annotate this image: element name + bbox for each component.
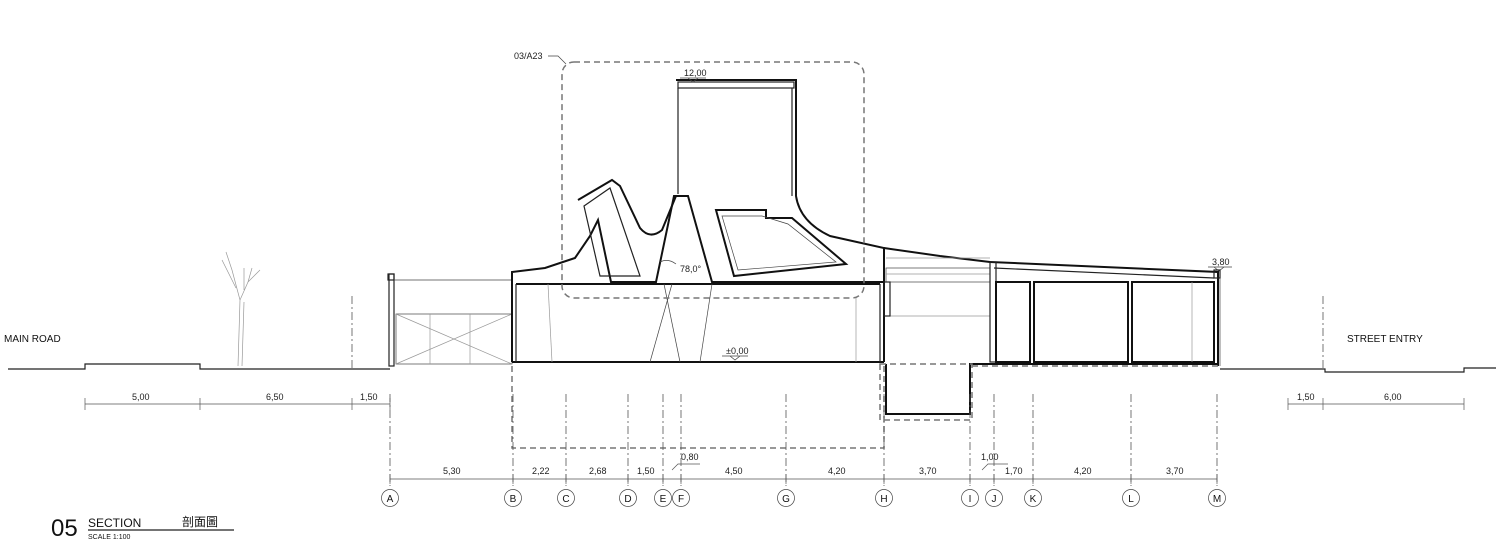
room-k [1033,281,1129,363]
drawing-title-cn: 剖面圖 [182,515,218,529]
street-entry-label: STREET ENTRY [1347,334,1423,345]
bottom-dim-10: 4,20 [1074,466,1092,476]
level-right-marker [1208,266,1232,272]
courtyard-edge [883,281,891,317]
main-road-label: MAIN ROAD [4,334,61,345]
grid-label-A: A [387,494,394,505]
bottom-dim-1: 2,22 [532,466,550,476]
garage-hatch [395,313,513,365]
grid-label-C: C [562,494,569,505]
grid-label-L: L [1128,494,1134,505]
foundation-outline [511,366,885,449]
grid-bubble [961,489,979,507]
bottom-dim-6: 4,20 [828,466,846,476]
drawing-number: 05 [51,515,78,542]
grid-bubble [619,489,637,507]
ground-line-right [1220,367,1496,373]
dim-leader [981,463,1008,471]
bottom-dim-0: 5,30 [443,466,461,476]
level-ground-marker [722,355,748,361]
room-l [1131,281,1215,363]
diagonal-strut [663,283,681,363]
detail-ref-label: 03/A23 [514,51,543,61]
ground-line [8,363,390,370]
grid-label-G: G [782,494,790,505]
diagonal-strut [649,283,673,363]
drawing-title: SECTION [88,516,141,530]
tree-icon [221,251,261,367]
bottom-dim-9: 1,70 [1005,466,1023,476]
left-dim-2: 1,50 [360,392,378,402]
grid-bubble [672,489,690,507]
basement-outline [879,363,973,421]
grid-bubble [1122,489,1140,507]
level-top: 12,00 [684,68,707,78]
grid-bubble [1024,489,1042,507]
interior-column [547,283,553,363]
tower-room [714,209,849,278]
right-dim-1: 6,00 [1384,392,1402,402]
right-roof-curve [883,247,991,263]
grid-label-J: J [992,494,997,505]
grid-bubble [777,489,795,507]
grid-bubble [875,489,893,507]
level-right: 3,80 [1212,257,1230,267]
angle-arc [659,260,677,265]
diagonal-strut [699,283,713,363]
bottom-dim-3: 1,50 [637,466,655,476]
grid-label-I: I [969,494,972,505]
tower-cap [677,81,795,89]
detail-leader [548,55,567,65]
courtyard-frame [885,267,991,283]
grid-label-B: B [510,494,517,505]
entry-wall [388,273,395,367]
grid-system: 5,30 2,22 2,68 1,50 0,80 4,50 4,20 3,70 1,00 1,70… [381,394,1226,507]
grid-bubble [557,489,575,507]
dimension-ticks [1287,398,1465,410]
bottom-dim-4: 0,80 [681,452,699,462]
right-cap [1213,269,1221,279]
skylight-funnel-left [577,178,677,236]
bottom-dim-2: 2,68 [589,466,607,476]
right-roof-line [989,261,1219,366]
grid-bubble [1208,489,1226,507]
bottom-dim-5: 4,50 [725,466,743,476]
level-ground: ±0,00 [726,346,748,356]
grid-bubble [654,489,672,507]
grid-label-M: M [1213,494,1221,505]
level-top-marker [680,77,706,83]
basement-pit [885,363,1218,415]
detail-callout-box [561,61,865,299]
angle-label: 78,0° [680,264,702,274]
drawing-scale: SCALE 1:100 [88,534,131,541]
grid-label-K: K [1030,494,1037,505]
central-tower [676,79,885,282]
right-roof-underside [993,267,1215,279]
grid-bubble [504,489,522,507]
left-dim-1: 6,50 [266,392,284,402]
grid-label-E: E [660,494,667,505]
grid-bubble [381,489,399,507]
room-j [995,281,1031,363]
dim-leader [671,463,700,471]
grid-bubble [985,489,1003,507]
right-dim-0: 1,50 [1297,392,1315,402]
skylight-funnel-left-inner [583,187,641,277]
bottom-dim-8: 1,00 [981,452,999,462]
grid-label-F: F [678,494,684,505]
bottom-dim-11: 3,70 [1166,466,1184,476]
grid-label-H: H [880,494,887,505]
bottom-dim-7: 3,70 [919,466,937,476]
main-roof-line [511,195,885,362]
grid-label-D: D [624,494,631,505]
entry-cap [387,273,395,281]
left-dim-0: 5,00 [132,392,150,402]
tower-room-inner [721,215,837,271]
